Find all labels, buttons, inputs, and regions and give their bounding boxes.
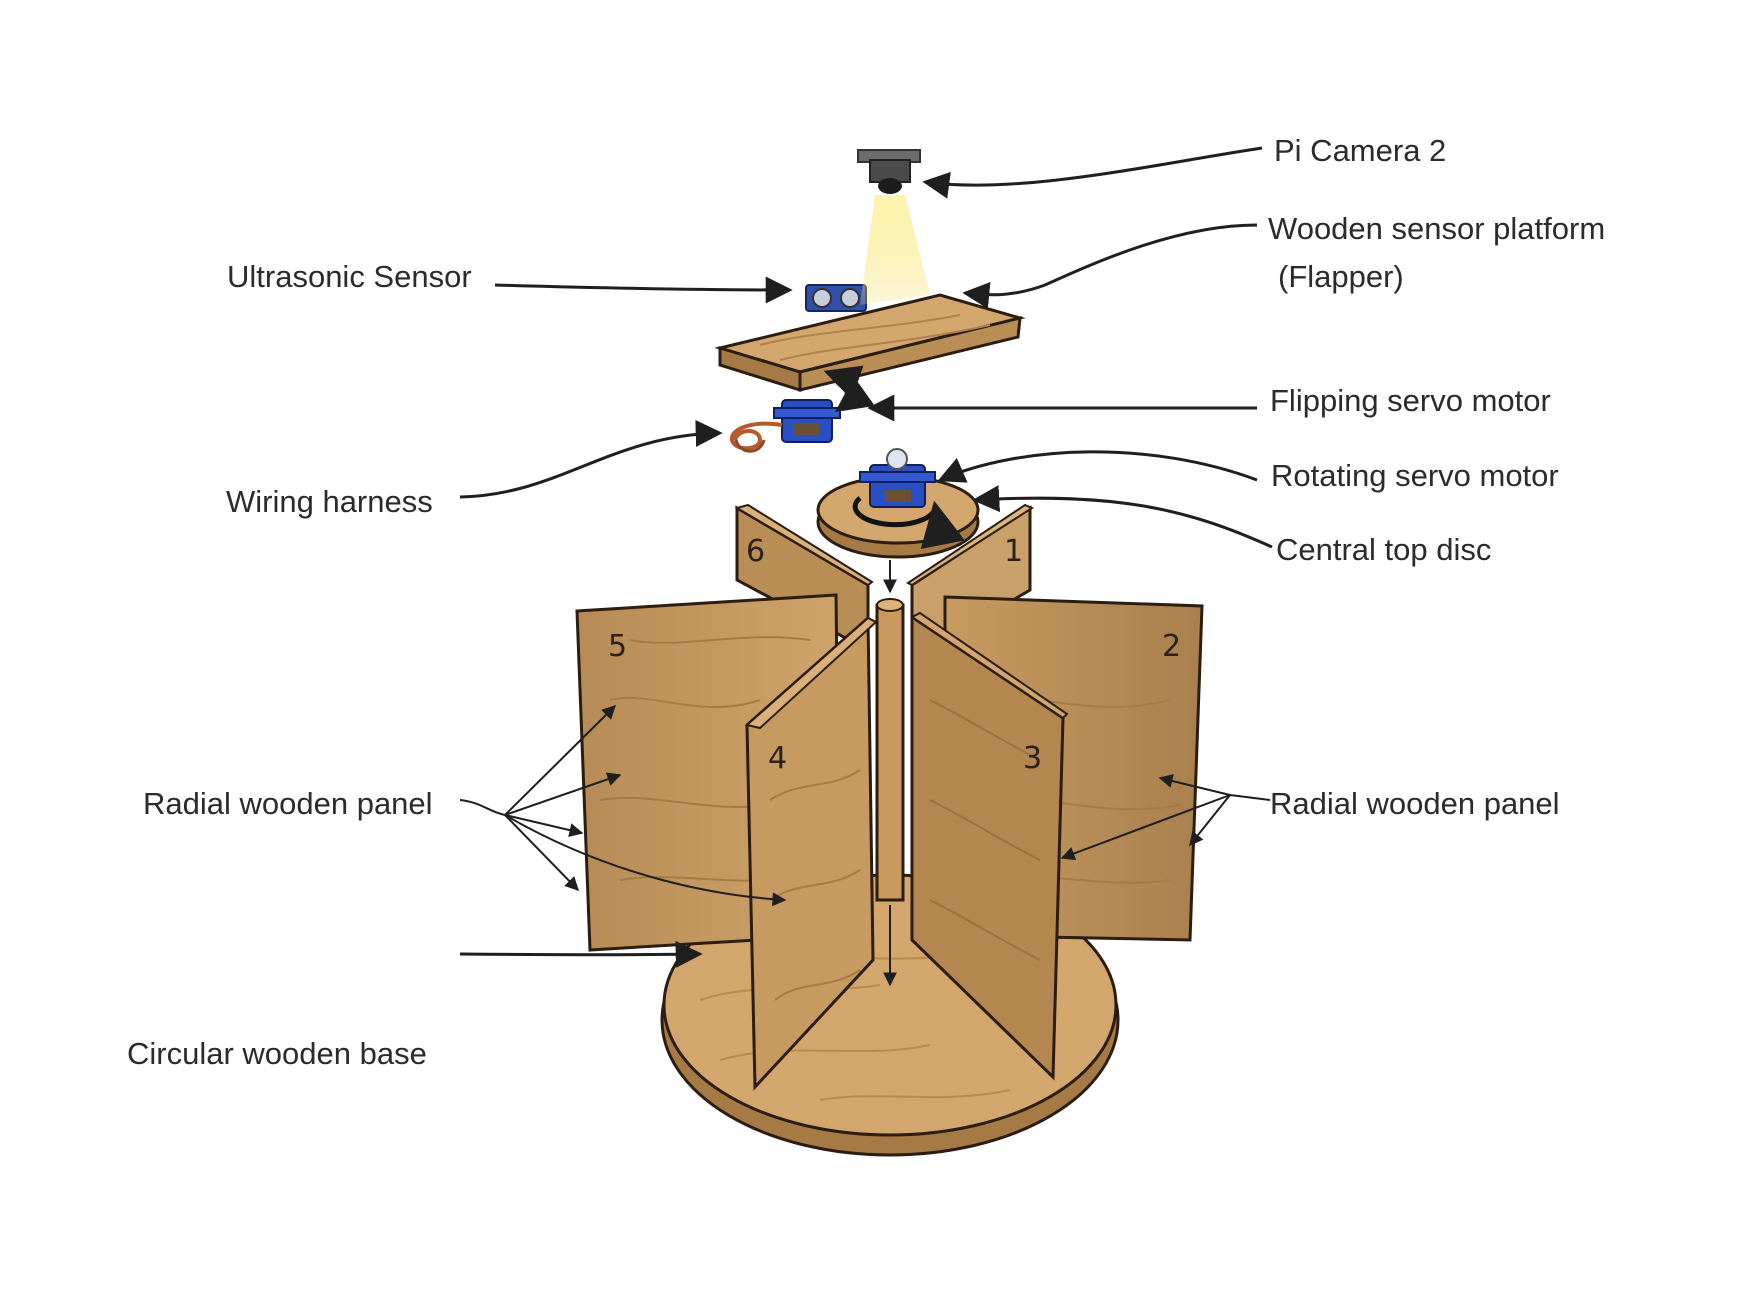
panel-number-4: 4 <box>768 741 788 776</box>
center-pole <box>875 598 905 902</box>
top-disc-leader <box>972 485 1273 549</box>
label-sensor-platform-sub: (Flapper) <box>1278 259 1404 294</box>
central-top-disc <box>816 475 980 559</box>
wiring-leader <box>459 419 723 499</box>
radial-right-leaders <box>1060 774 1271 861</box>
label-central-top-disc: Central top disc <box>1276 532 1492 567</box>
label-radial-panel-right: Radial wooden panel <box>1270 786 1560 821</box>
sensor-platform-leader <box>962 223 1258 309</box>
label-sensor-platform: Wooden sensor platform <box>1268 211 1606 246</box>
rotating-servo-motor <box>859 448 936 508</box>
pi-camera-leader <box>922 146 1263 199</box>
panel-number-2: 2 <box>1162 629 1182 664</box>
ultrasonic-sensor <box>805 284 867 312</box>
panel-number-3: 3 <box>1023 741 1043 776</box>
wiring-harness <box>729 421 783 453</box>
radial-left-leaders <box>459 705 787 907</box>
label-wiring-harness: Wiring harness <box>226 484 433 519</box>
panel-number-6: 6 <box>746 534 766 569</box>
pi-camera <box>857 149 921 194</box>
base-leader <box>459 940 703 968</box>
label-pi-camera: Pi Camera 2 <box>1274 133 1447 168</box>
label-flipping-servo: Flipping servo motor <box>1270 383 1551 418</box>
rotating-servo-leader <box>937 450 1258 483</box>
label-radial-panel-left: Radial wooden panel <box>143 786 433 821</box>
wooden-sensor-platform <box>714 293 1026 393</box>
label-circular-base: Circular wooden base <box>127 1036 427 1071</box>
radial-panel-3 <box>910 611 1069 1081</box>
label-rotating-servo: Rotating servo motor <box>1271 458 1559 493</box>
radial-panel-4 <box>744 614 878 1091</box>
ultrasonic-leader <box>494 276 793 304</box>
label-ultrasonic-sensor: Ultrasonic Sensor <box>227 259 472 294</box>
panel-number-5: 5 <box>608 629 628 664</box>
camera-light-beam <box>860 195 930 305</box>
leader-lines <box>459 146 1273 968</box>
panel-number-1: 1 <box>1004 534 1024 569</box>
flip-arrow <box>823 365 875 413</box>
